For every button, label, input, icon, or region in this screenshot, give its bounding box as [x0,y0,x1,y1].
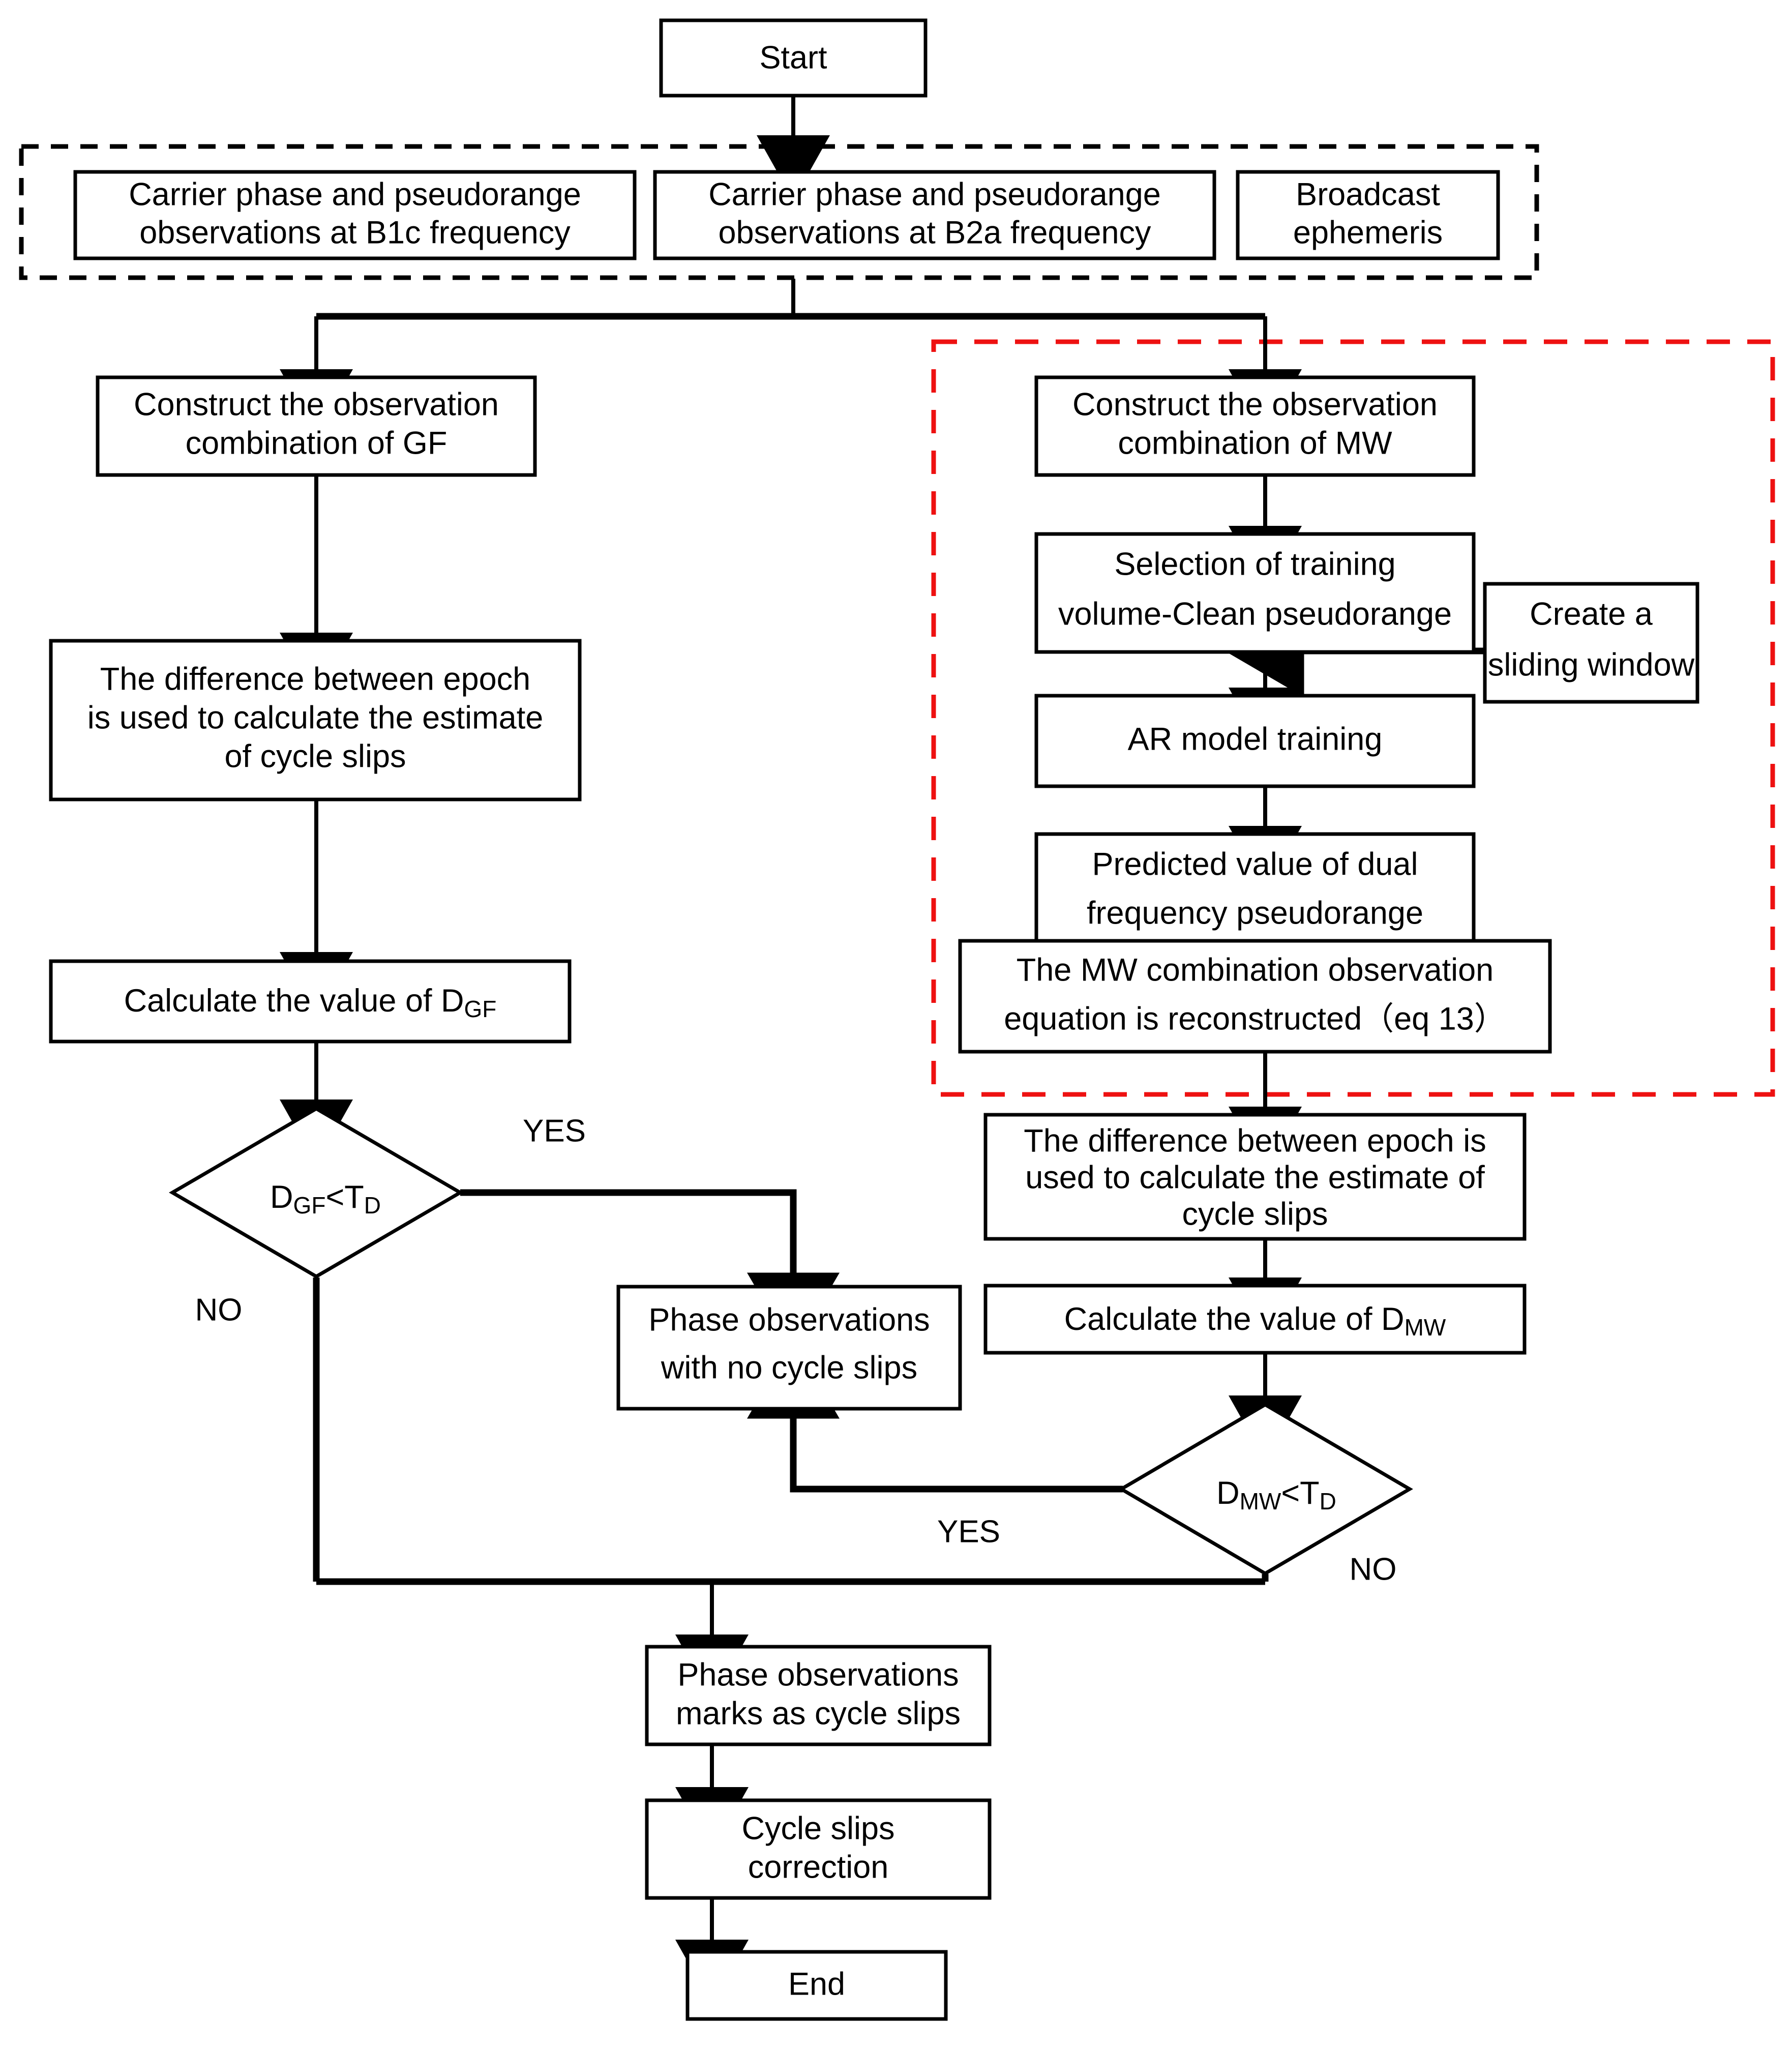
svg-text:DGF<TD: DGF<TD [270,1179,381,1219]
node-sliding-window[interactable]: Create a sliding window [1483,582,1699,704]
node-gf-calculate-prefix: Calculate the value of D [124,983,464,1019]
node-gf-construct-line2: combination of GF [186,426,447,461]
node-mw-calculate-prefix: Calculate the value of D [1064,1301,1405,1337]
node-mw-reconstruct-line2: equation is reconstructed（eq 13） [1004,1001,1506,1037]
node-gf-difference-line2: is used to calculate the estimate [87,700,544,736]
node-gf-decision-sub1: GF [293,1192,326,1219]
node-cycle-slips-correction[interactable]: Cycle slips correction [645,1798,992,1900]
node-gf-calculate-sub: GF [464,996,497,1022]
node-mw-decision-op: <T [1281,1475,1319,1511]
node-mw-construct-line2: combination of MW [1118,426,1392,461]
node-mw-construct[interactable]: Construct the observation combination of… [1034,375,1476,477]
node-gf-construct[interactable]: Construct the observation combination of… [96,375,537,477]
node-correction-line1: Cycle slips [741,1811,894,1847]
node-no-cycle-slips[interactable]: Phase observations with no cycle slips [616,1285,962,1411]
node-ephemeris-line1: Broadcast [1296,177,1440,213]
label-mw-no: NO [1350,1552,1397,1587]
node-predicted-value[interactable]: Predicted value of dual frequency pseudo… [1034,832,1476,951]
node-gf-decision[interactable]: DGF<TD [169,1106,464,1279]
ar-module-highlight-box [931,339,1775,1097]
node-mw-difference[interactable]: The difference between epoch is used to … [983,1113,1527,1241]
node-mw-decision-sub1: MW [1240,1488,1281,1514]
node-mw-construct-line1: Construct the observation [1072,387,1438,423]
node-gf-decision-sub2: D [364,1192,381,1219]
node-gf-decision-prefix: D [270,1179,293,1215]
node-mw-calculate[interactable]: Calculate the value of DMW [983,1284,1527,1355]
node-training-selection-line2: volume-Clean pseudorange [1058,597,1452,632]
node-input-b1c[interactable]: Carrier phase and pseudorange observatio… [73,170,637,260]
node-sliding-window-line2: sliding window [1488,647,1695,683]
node-gf-calculate[interactable]: Calculate the value of DGF [49,959,572,1044]
node-mw-decision[interactable]: DMW<TD [1118,1402,1413,1576]
label-gf-no: NO [195,1292,243,1327]
node-input-b1c-line1: Carrier phase and pseudorange [129,177,581,213]
node-training-selection-line1: Selection of training [1114,547,1395,582]
node-gf-difference-line1: The difference between epoch [100,662,530,697]
label-mw-yes: YES [937,1514,1000,1549]
node-ar-model-training[interactable]: AR model training [1034,694,1476,788]
node-end[interactable]: End [685,1950,948,2021]
node-gf-decision-op: <T [325,1179,364,1215]
input-group-dashed-box [19,144,1539,280]
node-no-cycle-slips-line2: with no cycle slips [661,1350,917,1386]
node-ar-model-training-label: AR model training [1128,722,1383,757]
node-sliding-window-line1: Create a [1530,597,1653,632]
node-correction-line2: correction [748,1850,889,1885]
node-predicted-value-line1: Predicted value of dual [1092,847,1418,882]
node-end-label: End [788,1967,845,2002]
node-mw-decision-prefix: D [1216,1475,1240,1511]
node-input-broadcast-ephemeris[interactable]: Broadcast ephemeris [1236,170,1500,260]
svg-text:Calculate the value of DGF: Calculate the value of DGF [124,983,497,1023]
node-input-b2a-line2: observations at B2a frequency [718,215,1151,251]
svg-text:DMW<TD: DMW<TD [1216,1475,1336,1515]
edge-mw-yes-to-nocycle [747,1339,1123,1493]
node-mw-reconstruct[interactable]: The MW combination observation equation … [958,939,1552,1054]
edge-gf-yes-to-nocycle [460,1189,840,1352]
node-no-cycle-slips-line1: Phase observations [648,1302,930,1338]
node-marks-as-cycle-slips[interactable]: Phase observations marks as cycle slips [645,1645,992,1746]
svg-text:Calculate the value of DMW: Calculate the value of DMW [1064,1301,1446,1341]
node-start-label: Start [759,40,827,76]
node-gf-construct-line1: Construct the observation [134,387,499,423]
node-marks-line2: marks as cycle slips [676,1696,961,1732]
node-mw-calculate-sub: MW [1405,1314,1446,1341]
node-mw-difference-line2: used to calculate the estimate of [1025,1160,1485,1196]
node-gf-difference-line3: of cycle slips [224,739,406,775]
node-predicted-value-line2: frequency pseudorange [1087,896,1423,931]
node-mw-difference-line1: The difference between epoch is [1024,1123,1486,1159]
node-mw-decision-sub2: D [1320,1488,1336,1514]
node-gf-difference[interactable]: The difference between epoch is used to … [49,639,582,801]
node-input-b2a-line1: Carrier phase and pseudorange [708,177,1161,213]
node-training-selection[interactable]: Selection of training volume-Clean pseud… [1034,532,1476,654]
node-mw-reconstruct-line1: The MW combination observation [1017,953,1494,988]
node-start[interactable]: Start [659,18,928,98]
node-mw-difference-line3: cycle slips [1182,1197,1328,1232]
label-gf-yes: YES [523,1113,586,1148]
node-ephemeris-line2: ephemeris [1293,215,1443,251]
node-input-b2a[interactable]: Carrier phase and pseudorange observatio… [653,170,1216,260]
node-input-b1c-line2: observations at B1c frequency [139,215,571,251]
node-marks-line1: Phase observations [677,1657,959,1693]
